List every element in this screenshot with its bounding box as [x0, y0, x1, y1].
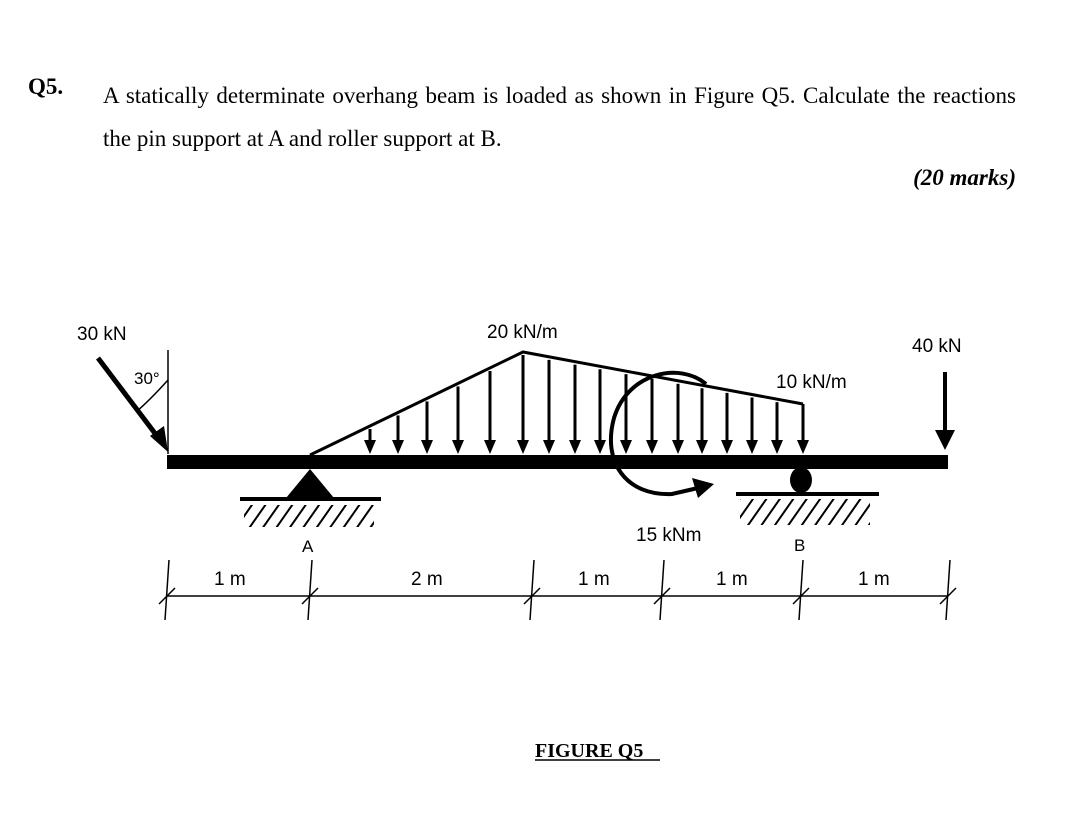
beam: [167, 455, 948, 469]
angle-arc: [135, 379, 169, 413]
roller-support: [736, 467, 879, 525]
dimension-slash: [653, 587, 671, 605]
dimension-line: [158, 559, 957, 621]
question-text: A statically determinate overhang beam i…: [103, 83, 1016, 151]
roller-support-label: B: [794, 536, 805, 555]
dimension-tick: [798, 559, 804, 621]
dimension-tick: [945, 559, 951, 621]
angle-label: 30°: [134, 369, 160, 388]
udl-arrow-head: [721, 440, 733, 454]
distributed-load: [309, 350, 809, 457]
dimension-slash: [523, 587, 541, 605]
point-load-label: 40 kN: [912, 336, 962, 357]
dimension-tick: [164, 559, 170, 621]
dimension-label-4: 1 m: [716, 569, 748, 590]
udl-arrow-head: [746, 440, 758, 454]
udl-end-label: 10 kN/m: [776, 372, 847, 393]
figure-caption: FIGURE Q5: [535, 740, 643, 762]
moment-label: 15 kNm: [636, 525, 701, 546]
pin-support: [240, 469, 381, 527]
pin-support-label: A: [302, 537, 314, 556]
dimension-slash: [939, 587, 957, 605]
udl-arrow-head: [421, 440, 433, 454]
question-marks: (20 marks): [913, 165, 1016, 190]
dimension-slash: [158, 587, 176, 605]
udl-arrow-head: [569, 440, 581, 454]
udl-arrow-head: [392, 440, 404, 454]
udl-arrow-head: [452, 440, 464, 454]
dimension-slash: [301, 587, 319, 605]
dimension-slash: [792, 587, 810, 605]
udl-arrow-head: [771, 440, 783, 454]
udl-arrow-head: [364, 440, 376, 454]
dimension-tick: [307, 559, 313, 621]
udl-arrow-head: [484, 440, 496, 454]
udl-arrow-head: [696, 440, 708, 454]
inclined-force-label: 30 kN: [77, 324, 127, 345]
udl-arrow-head: [620, 440, 632, 454]
dimension-label-2: 2 m: [411, 569, 443, 590]
udl-arrow-head: [672, 440, 684, 454]
udl-arrow-head: [797, 440, 809, 454]
dimension-label-3: 1 m: [578, 569, 610, 590]
moment-arrow: [608, 370, 714, 498]
udl-arrow-head: [543, 440, 555, 454]
udl-peak-label: 20 kN/m: [487, 322, 558, 343]
dimension-tick: [529, 559, 535, 621]
point-load-arrow: [935, 372, 955, 450]
udl-arrow-head: [517, 440, 529, 454]
dimension-label-5: 1 m: [858, 569, 890, 590]
dimension-label-1: 1 m: [214, 569, 246, 590]
question-number: Q5.: [28, 74, 64, 99]
inclined-force-arrow: [96, 356, 168, 452]
dimension-tick: [659, 559, 665, 621]
udl-arrow-head: [646, 440, 658, 454]
udl-arrow-head: [594, 440, 606, 454]
